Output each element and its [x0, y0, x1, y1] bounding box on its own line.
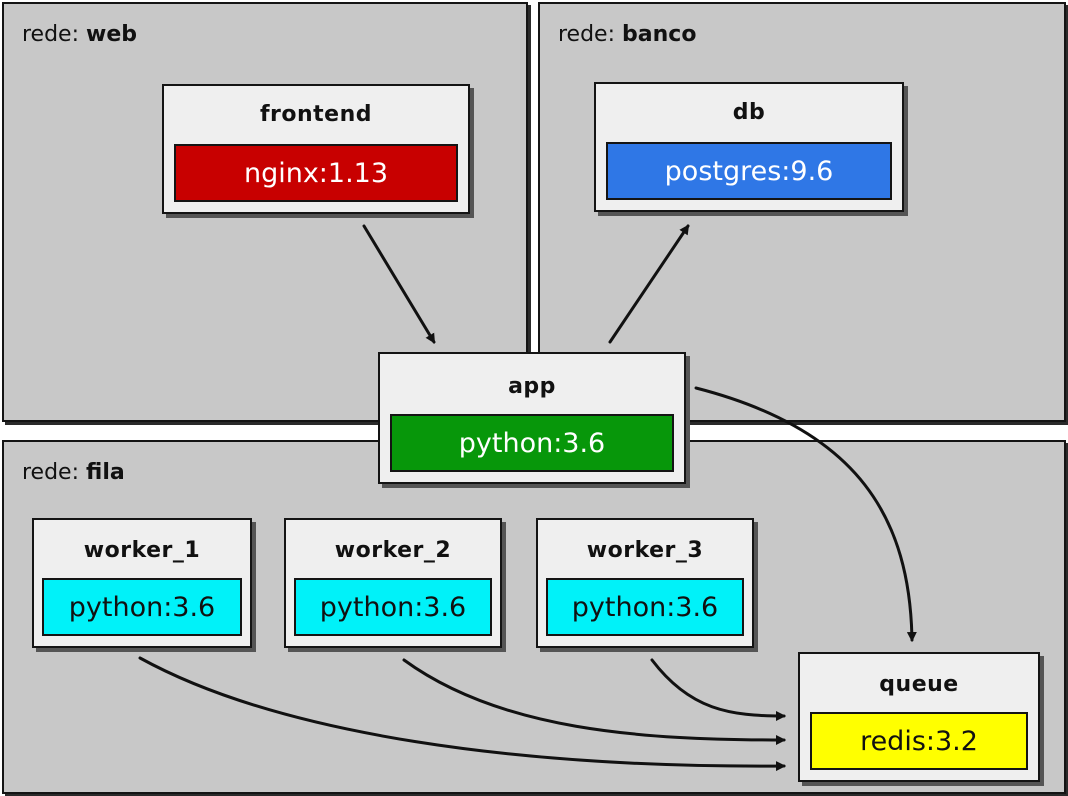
network-label-fila: rede: fila: [22, 460, 125, 485]
service-app: app python:3.6: [378, 352, 686, 484]
service-db: db postgres:9.6: [594, 82, 904, 212]
service-name: queue: [879, 672, 959, 697]
service-name: frontend: [259, 102, 373, 127]
service-image: python:3.6: [390, 414, 674, 472]
network-label-web: rede: web: [22, 22, 138, 47]
service-worker-1: worker_1 python:3.6: [32, 518, 252, 648]
arrow-frontend-to-app: [362, 224, 436, 344]
service-image: python:3.6: [546, 578, 744, 636]
service-name: db: [732, 100, 766, 125]
service-image: nginx:1.13: [174, 144, 458, 202]
service-image: python:3.6: [42, 578, 242, 636]
network-label-banco: rede: banco: [558, 22, 697, 47]
service-worker-3: worker_3 python:3.6: [536, 518, 754, 648]
arrow-worker-3-to-queue: [650, 658, 786, 721]
arrow-worker-2-to-queue: [402, 658, 786, 745]
service-image: redis:3.2: [810, 712, 1028, 770]
service-frontend: frontend nginx:1.13: [162, 84, 470, 214]
service-name: app: [508, 374, 556, 399]
service-image: python:3.6: [294, 578, 492, 636]
arrow-app-to-queue: [694, 386, 917, 642]
arrow-worker-1-to-queue: [138, 656, 786, 772]
service-name: worker_1: [83, 538, 201, 563]
arrow-app-to-db: [608, 224, 690, 344]
service-queue: queue redis:3.2: [798, 652, 1040, 782]
service-name: worker_3: [586, 538, 704, 563]
service-image: postgres:9.6: [606, 142, 892, 200]
service-worker-2: worker_2 python:3.6: [284, 518, 502, 648]
service-name: worker_2: [334, 538, 452, 563]
